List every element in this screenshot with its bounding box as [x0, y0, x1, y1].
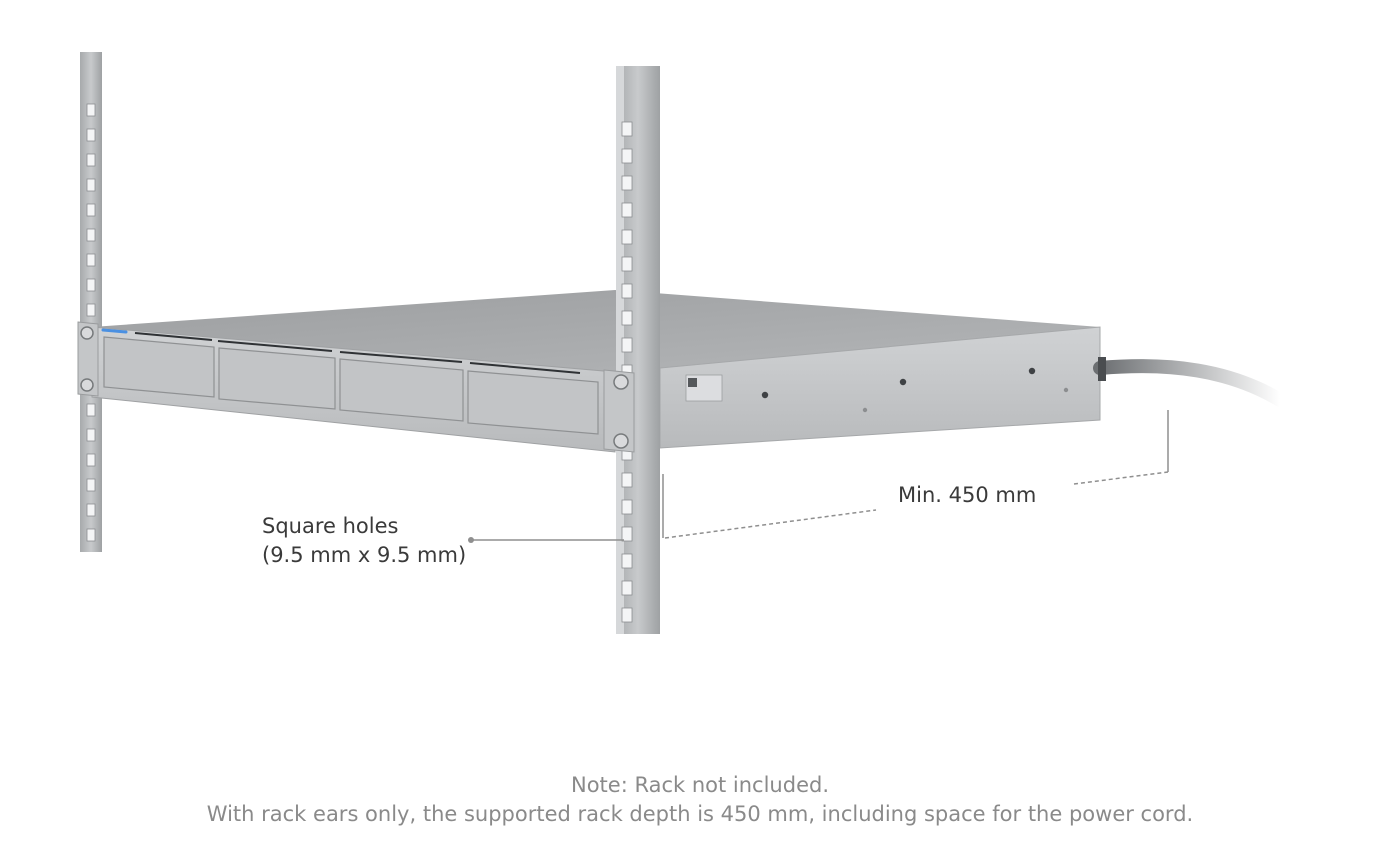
rail-square-hole [621, 580, 633, 596]
rail-square-hole [86, 403, 96, 417]
power-connector [1098, 357, 1106, 381]
rail-square-hole [621, 202, 633, 218]
rail-square-hole [86, 478, 96, 492]
note-line-2: With rack ears only, the supported rack … [206, 802, 1194, 826]
rail-square-hole [86, 428, 96, 442]
square-holes-label: Square holes (9.5 mm x 9.5 mm) [262, 512, 466, 570]
rail-square-hole [86, 253, 96, 267]
top-vent-slots [134, 332, 581, 374]
rail-square-hole [621, 499, 633, 515]
rail-square-hole [621, 229, 633, 245]
square-holes-leader [468, 537, 624, 543]
left-rack-rail [80, 52, 102, 552]
rail-square-hole [621, 256, 633, 272]
device-side-screws [761, 367, 1069, 413]
device-top-surface [92, 290, 1100, 372]
rail-square-hole [86, 178, 96, 192]
drive-bay-2 [218, 347, 336, 410]
right-ear-screw-bottom [613, 433, 629, 449]
rail-square-hole [621, 607, 633, 623]
right-rack-ear [603, 369, 635, 453]
square-holes-label-line1: Square holes [262, 514, 399, 538]
drive-bay-1 [103, 336, 215, 398]
rail-square-hole [86, 278, 96, 292]
rail-square-hole [86, 528, 96, 542]
rail-square-hole [86, 128, 96, 142]
device-side-label [685, 374, 723, 402]
right-ear-screw-top [613, 374, 629, 390]
rail-square-hole [621, 148, 633, 164]
rail-square-hole [86, 103, 96, 117]
left-rack-ear [77, 321, 99, 397]
left-rail-square-holes [86, 103, 96, 542]
rail-square-hole [86, 503, 96, 517]
square-holes-label-line2: (9.5 mm x 9.5 mm) [262, 543, 467, 567]
rail-square-hole [621, 283, 633, 299]
note-line-1: Note: Rack not included. [571, 773, 829, 797]
depth-label: Min. 450 mm [898, 483, 1037, 507]
rail-square-hole [621, 472, 633, 488]
rail-square-hole [86, 453, 96, 467]
rail-square-hole [621, 310, 633, 326]
left-ear-screw-top [80, 326, 94, 340]
rail-square-hole [86, 228, 96, 242]
rail-square-hole [621, 526, 633, 542]
rail-square-hole [621, 121, 633, 137]
drive-bay-4 [467, 370, 599, 435]
drive-bays [103, 336, 599, 435]
power-cord [1093, 359, 1287, 407]
rail-square-hole [621, 337, 633, 353]
rail-square-hole [86, 153, 96, 167]
rail-square-hole [621, 175, 633, 191]
depth-dimension [662, 410, 1169, 539]
rail-square-hole [86, 203, 96, 217]
right-rack-rail [616, 66, 660, 634]
status-led [101, 328, 128, 334]
left-ear-screw-bottom [80, 378, 94, 392]
rail-square-hole [621, 553, 633, 569]
rail-square-hole [86, 303, 96, 317]
drive-bay-3 [339, 358, 464, 422]
